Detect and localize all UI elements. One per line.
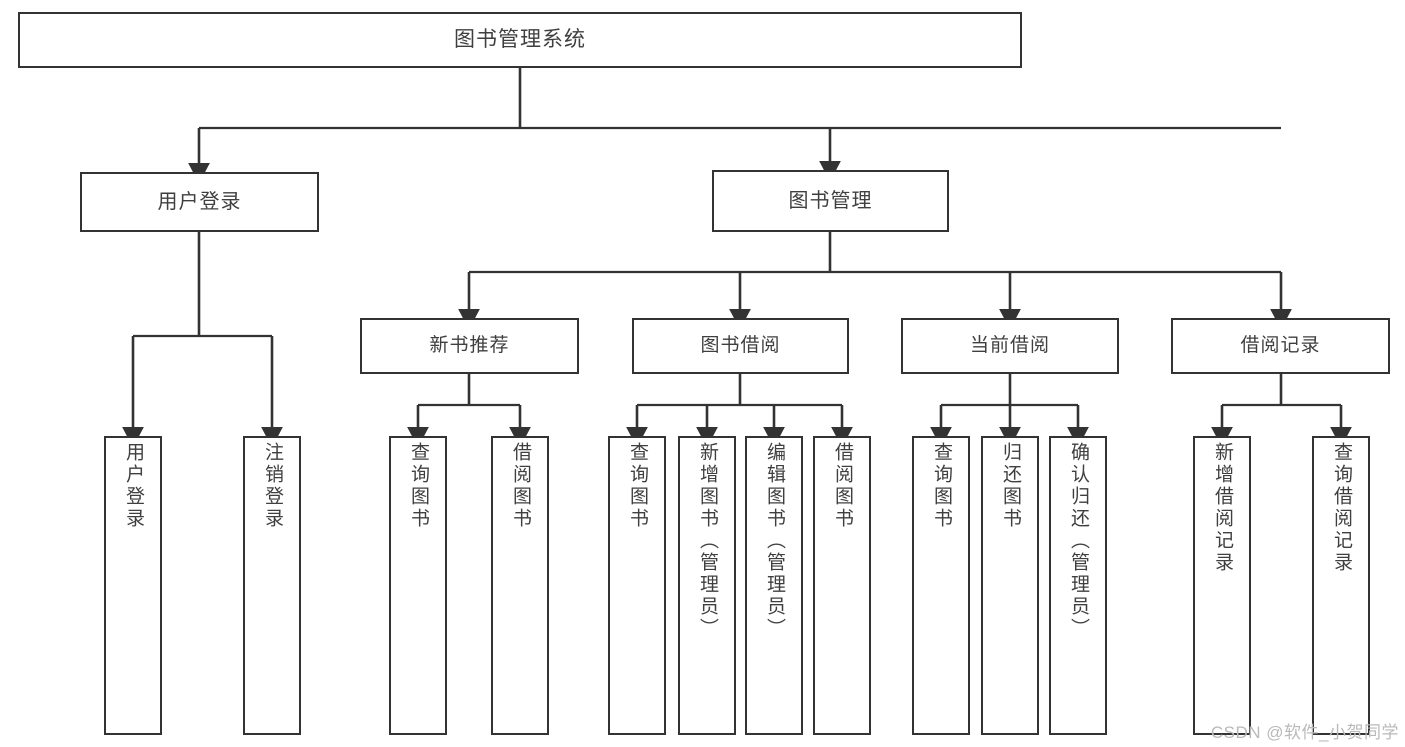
node-leaf-borrow-borrow-book[interactable]: 借阅图书 — [813, 436, 871, 735]
node-leaf-records-add-record[interactable]: 新增借阅记录 — [1193, 436, 1251, 735]
node-root-library-system[interactable]: 图书管理系统 — [18, 12, 1022, 68]
node-leaf-user-login-login[interactable]: 用户登录 — [104, 436, 162, 735]
node-leaf-borrow-add-book-admin[interactable]: 新增图书（管理员） — [678, 436, 736, 735]
node-label: 确认归还（管理员） — [1067, 442, 1089, 640]
node-leaf-borrow-query-book[interactable]: 查询图书 — [608, 436, 666, 735]
node-leaf-records-query-record[interactable]: 查询借阅记录 — [1312, 436, 1370, 735]
node-label: 新书推荐 — [429, 335, 510, 357]
node-leaf-new-book-query[interactable]: 查询图书 — [389, 436, 447, 735]
csdn-watermark: CSDN @软件_小贺同学 — [1210, 723, 1399, 742]
node-label: 图书借阅 — [700, 335, 781, 357]
node-label: 图书管理系统 — [454, 27, 586, 51]
node-borrow-records[interactable]: 借阅记录 — [1171, 318, 1390, 374]
node-label: 查询图书 — [407, 442, 429, 530]
node-new-book-recommend[interactable]: 新书推荐 — [360, 318, 579, 374]
node-leaf-current-confirm-return-admin[interactable]: 确认归还（管理员） — [1049, 436, 1107, 735]
node-user-login[interactable]: 用户登录 — [80, 172, 319, 232]
node-label: 注销登录 — [261, 442, 283, 530]
node-book-borrow[interactable]: 图书借阅 — [632, 318, 849, 374]
node-label: 新增图书（管理员） — [696, 442, 718, 640]
node-label: 新增借阅记录 — [1211, 442, 1233, 574]
node-label: 查询借阅记录 — [1330, 442, 1352, 574]
node-label: 查询图书 — [626, 442, 648, 530]
node-book-management[interactable]: 图书管理 — [712, 170, 949, 232]
node-current-borrow[interactable]: 当前借阅 — [901, 318, 1119, 374]
node-label: 归还图书 — [999, 442, 1021, 530]
node-leaf-current-return-book[interactable]: 归还图书 — [981, 436, 1039, 735]
node-label: 借阅记录 — [1240, 335, 1321, 357]
node-label: 当前借阅 — [969, 335, 1050, 357]
node-label: 图书管理 — [788, 189, 873, 212]
node-leaf-borrow-edit-book-admin[interactable]: 编辑图书（管理员） — [745, 436, 803, 735]
node-label: 查询图书 — [930, 442, 952, 530]
node-label: 借阅图书 — [831, 442, 853, 530]
node-label: 用户登录 — [157, 190, 242, 213]
node-leaf-user-login-logout[interactable]: 注销登录 — [243, 436, 301, 735]
node-leaf-current-query-book[interactable]: 查询图书 — [912, 436, 970, 735]
node-label: 用户登录 — [122, 442, 144, 530]
node-label: 借阅图书 — [509, 442, 531, 530]
node-leaf-new-book-borrow[interactable]: 借阅图书 — [491, 436, 549, 735]
node-label: 编辑图书（管理员） — [763, 442, 785, 640]
